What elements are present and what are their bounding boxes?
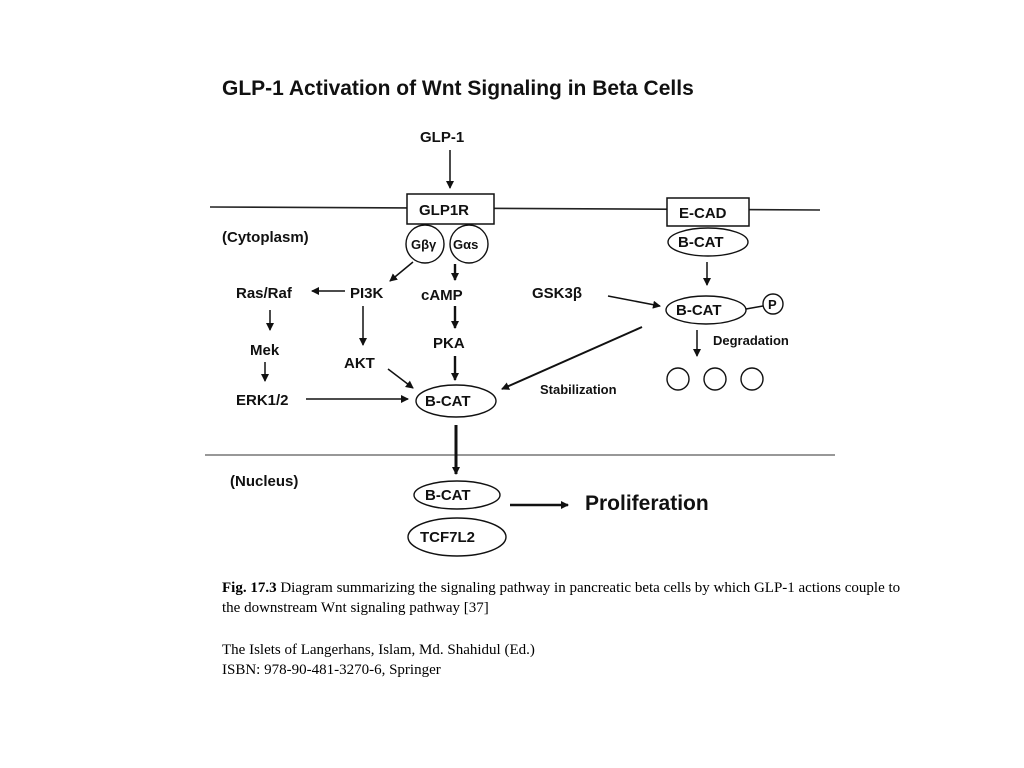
gsk3b-label: GSK3β (532, 285, 582, 302)
arrow-gsk3b-to-phospho-bcat (607, 295, 661, 309)
diagram-title: GLP-1 Activation of Wnt Signaling in Bet… (222, 77, 694, 100)
figure-caption-text: Diagram summarizing the signaling pathwa… (222, 580, 901, 616)
glp1r-box (406, 193, 495, 225)
cytoplasm-label: (Cytoplasm) (222, 229, 309, 246)
g-alpha-s-label: Gαs (453, 237, 478, 252)
bcat-phospho-label: B-CAT (676, 302, 722, 319)
ras-raf-label: Ras/Raf (236, 285, 293, 302)
tcf7l2-label: TCF7L2 (420, 529, 475, 546)
erk-label: ERK1/2 (236, 392, 289, 409)
bcat-membrane-ellipse (667, 227, 749, 257)
source-citation: The Islets of Langerhans, Islam, Md. Sha… (222, 640, 922, 680)
bcat-nucleus-ellipse (413, 480, 501, 510)
mek-label: Mek (250, 342, 280, 359)
degradation-product-1 (666, 367, 690, 391)
figure-label: Fig. 17.3 (222, 580, 277, 596)
phosphate-circle (762, 293, 784, 315)
figure-caption: Fig. 17.3 Diagram summarizing the signal… (222, 578, 922, 618)
akt-label: AKT (344, 355, 375, 372)
tcf7l2-ellipse (407, 517, 507, 557)
g-alpha-s-circle (449, 224, 489, 264)
bcat-nucleus-label: B-CAT (425, 487, 471, 504)
g-beta-gamma-label: Gβγ (411, 237, 437, 252)
nucleus-label: (Nucleus) (230, 473, 298, 490)
phosphate-label: P (768, 297, 777, 312)
pka-label: PKA (433, 335, 465, 352)
g-beta-gamma-circle (405, 224, 445, 264)
bcat-cyto-ellipse (415, 384, 497, 418)
phospho-bond (745, 305, 764, 310)
bcat-phospho-ellipse (665, 295, 747, 325)
camp-label: cAMP (421, 287, 463, 304)
bcat-cyto-label: B-CAT (425, 393, 471, 410)
degradation-product-3 (740, 367, 764, 391)
proliferation-label: Proliferation (585, 492, 709, 515)
source-line-1: The Islets of Langerhans, Islam, Md. Sha… (222, 642, 535, 658)
arrow-stabilization-to-bcat (501, 326, 643, 390)
degradation-product-2 (703, 367, 727, 391)
ecad-label: E-CAD (679, 205, 727, 222)
arrow-akt-to-bcat (387, 368, 414, 389)
source-line-2: ISBN: 978-90-481-3270-6, Springer (222, 662, 441, 678)
glp1-label: GLP-1 (420, 129, 464, 146)
ecad-box (666, 197, 750, 227)
arrow-gby-to-pi3k (389, 261, 414, 282)
glp1r-label: GLP1R (419, 202, 469, 219)
stabilization-label: Stabilization (540, 382, 617, 397)
bcat-membrane-label: B-CAT (678, 234, 724, 251)
pi3k-label: PI3K (350, 285, 384, 302)
degradation-label: Degradation (713, 333, 789, 348)
